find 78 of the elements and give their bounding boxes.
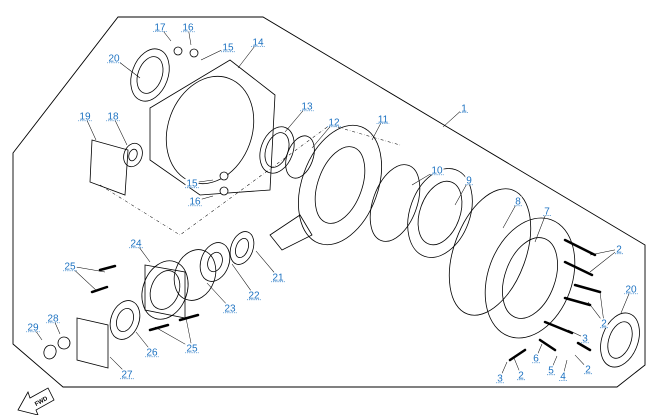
leader-line (200, 50, 222, 60)
leader-line (590, 252, 616, 272)
leader-line (76, 266, 106, 272)
callout-number: 29 (26, 322, 40, 332)
callout-number: 11 (376, 114, 390, 124)
callout-number: 2 (584, 364, 592, 374)
callout-number: 23 (222, 303, 238, 314)
callout-number: 19 (78, 111, 92, 122)
leader-line (188, 32, 192, 46)
callout-number: 14 (250, 38, 266, 48)
callout-number: 20 (106, 53, 122, 64)
leader-line (238, 46, 255, 68)
leader-line (552, 356, 558, 366)
leader-line (568, 330, 582, 336)
callout-number: 18 (106, 111, 120, 122)
leader-line (110, 356, 123, 370)
callout-number: 3 (496, 373, 504, 384)
callout-number: 27 (120, 370, 134, 380)
leader-line (284, 110, 304, 132)
leader-line (163, 31, 172, 42)
leader-line (256, 250, 274, 273)
callout-number: 2 (600, 318, 608, 328)
callout-number: 2 (516, 370, 526, 380)
leader-line (564, 360, 568, 372)
callout-number: 22 (246, 290, 262, 300)
leader-line (139, 247, 150, 262)
callout-number: 13 (300, 101, 314, 112)
callout-number: 12 (326, 118, 342, 128)
callout-number: 17 (152, 22, 168, 32)
leader-line (206, 282, 226, 304)
leader-line (454, 184, 467, 206)
callout-number: 28 (46, 313, 60, 324)
leader-line (514, 358, 520, 371)
leader-line (534, 215, 546, 242)
callout-number: 25 (184, 343, 200, 354)
leader-line (574, 354, 584, 365)
leader-line (54, 322, 60, 334)
leader-line (502, 362, 508, 374)
leader-line (186, 318, 192, 344)
leader-line (86, 120, 96, 140)
callout-number: 8 (514, 196, 522, 206)
leader-line (232, 264, 251, 291)
leader-line (372, 123, 381, 140)
callout-number: 25 (62, 261, 78, 272)
leader-line (590, 250, 616, 256)
leader-line (538, 344, 542, 354)
callout-number: 26 (144, 347, 160, 358)
leader-line (600, 292, 604, 319)
callout-number: 9 (464, 175, 474, 186)
leader-line (115, 120, 128, 146)
leader-line (620, 294, 630, 314)
leader-line (198, 180, 214, 182)
leader-line (588, 302, 601, 319)
callout-number: 2 (614, 244, 624, 254)
leader-line (74, 270, 98, 292)
callout-number: 7 (542, 206, 552, 216)
leader-line (312, 126, 330, 148)
leader-line (136, 332, 148, 348)
leader-line (36, 332, 42, 340)
callout-number: 15 (184, 178, 200, 188)
leader-line (202, 196, 214, 200)
callout-number: 3 (580, 333, 590, 344)
leader-line (442, 111, 460, 128)
callout-number: 24 (128, 238, 144, 248)
callout-number: 5 (546, 366, 556, 376)
callout-number: 6 (532, 353, 540, 364)
leader-line (120, 62, 140, 78)
leader-line (502, 206, 516, 228)
callout-number: 21 (270, 272, 286, 282)
leader-line (412, 174, 430, 186)
callout-number: 15 (220, 42, 236, 52)
callout-number: 1 (460, 104, 468, 114)
callout-number: 16 (180, 22, 196, 32)
callout-number: 10 (430, 165, 444, 176)
callout-number: 16 (188, 196, 202, 206)
callout-number: 4 (558, 372, 568, 382)
callout-number: 20 (624, 284, 638, 294)
leader-line (154, 326, 186, 344)
